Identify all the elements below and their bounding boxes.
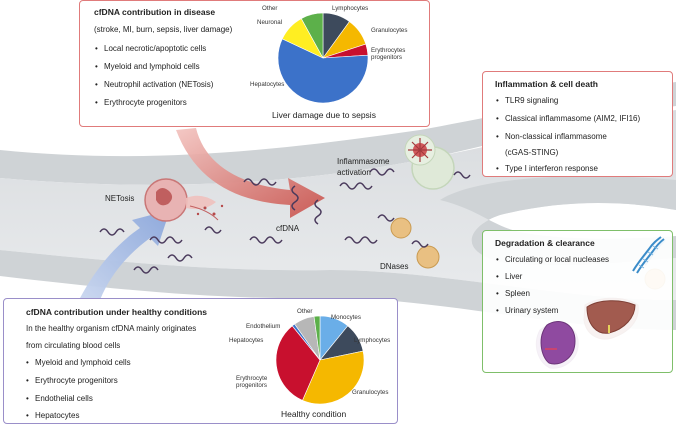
pie-slice-hepatocytes [277, 38, 369, 104]
degradation-box: Degradation & clearance Circulating or l… [482, 230, 673, 373]
inflammation-item-cont: (cGAS-STING) [505, 148, 559, 157]
healthy-title: cfDNA contribution under healthy conditi… [26, 307, 208, 317]
disease-chart-caption: Liver damage due to sepsis [272, 110, 376, 120]
healthy-item: Erythrocyte progenitors [26, 376, 118, 385]
pie-label-granulocytes: Granulocytes [352, 389, 389, 396]
pie-slice-granulocytes [302, 350, 365, 405]
healthy-arrow [80, 210, 170, 300]
disease-box: cfDNA contribution in disease (stroke, M… [79, 0, 430, 127]
netosis-neutrophil [144, 178, 224, 222]
pie-slice-other [313, 315, 321, 361]
disease-subtitle: (stroke, MI, burn, sepsis, liver damage) [94, 25, 233, 34]
degradation-item: Liver [496, 272, 523, 281]
disease-item: Neutrophil activation (NETosis) [95, 80, 213, 89]
pie-label-erythrocyte: Erythrocyte progenitors [236, 375, 268, 389]
degradation-title: Degradation & clearance [495, 238, 595, 248]
netosis-label: NETosis [105, 194, 135, 203]
inflammation-item: Classical inflammasome (AIM2, IFI16) [496, 114, 640, 123]
pie-label-lymphocytes: Lymphocytes [354, 337, 391, 344]
healthy-chart-caption: Healthy condition [281, 409, 347, 419]
dna-helix-icon [632, 236, 665, 274]
pie-label-hepatocytes: Hepatocytes [229, 337, 264, 344]
pie-label-other: Other [262, 5, 278, 12]
pie-label-monocytes: Monocytes [331, 314, 361, 321]
pie-label-hepatocytes: Hepatocytes [250, 81, 285, 88]
inflammasome-label-line1: Inflammasome [337, 157, 390, 166]
degradation-item: Spleen [496, 289, 530, 298]
degradation-item: Circulating or local nucleases [496, 255, 609, 264]
pie-chart-healthy [275, 315, 365, 405]
degradation-item: Urinary system [496, 306, 558, 315]
pie-label-endothelium: Endothelium [246, 323, 281, 330]
cfdna-label: cfDNA [276, 224, 300, 233]
spleen-icon [540, 321, 576, 365]
pie-chart-disease [277, 12, 369, 104]
healthy-item: Hepatocytes [26, 411, 80, 420]
pie-label-other: Other [297, 308, 313, 315]
healthy-item: Endothelial cells [26, 394, 93, 403]
inflammation-item: Type I interferon response [496, 164, 598, 173]
disease-item: Local necrotic/apoptotic cells [95, 44, 206, 53]
inflammation-title: Inflammation & cell death [495, 79, 598, 89]
inflammation-item: Non-classical inflammasome [496, 132, 607, 141]
dnases-label: DNases [380, 262, 409, 271]
pie-label-erythrocytes: Erythrocytes progenitors [371, 47, 406, 61]
disease-item: Myeloid and lymphoid cells [95, 62, 200, 71]
inflammation-box: Inflammation & cell death TLR9 signaling… [482, 71, 673, 177]
inflammasome-cell [404, 134, 455, 190]
liver-icon [586, 300, 636, 334]
disease-item: Erythrocyte progenitors [95, 98, 187, 107]
disease-title: cfDNA contribution in disease [94, 7, 216, 17]
vessel-upper-wall [0, 82, 676, 185]
healthy-intro-line1: In the healthy organism cfDNA mainly ori… [26, 324, 197, 333]
pie-label-neuronal: Neuronal [257, 19, 283, 26]
inflammasome-label-line2: activation [337, 168, 371, 177]
pie-label-granulocytes: Granulocytes [371, 27, 408, 34]
cfdna-fragments [99, 168, 471, 274]
healthy-intro-line2: from circulating blood cells [26, 341, 121, 350]
healthy-item: Myeloid and lymphoid cells [26, 358, 131, 367]
pie-slice-other [300, 12, 324, 59]
pie-slice-erythrocyte-progenitors [275, 325, 321, 401]
inflammation-item: TLR9 signaling [496, 96, 558, 105]
pie-label-lymphocytes: Lymphocytes [332, 5, 369, 12]
disease-arrow [176, 128, 325, 218]
healthy-box: cfDNA contribution under healthy conditi… [3, 298, 398, 424]
